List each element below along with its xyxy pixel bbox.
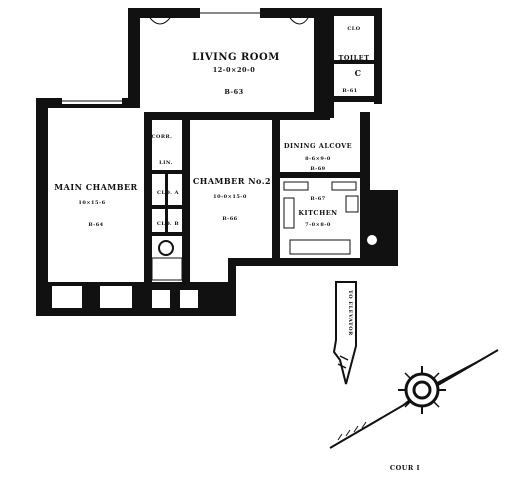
kitchen-dims: 7-0×8-0 bbox=[305, 222, 331, 228]
toilet-ref: B-61 bbox=[342, 88, 357, 94]
bath-fixtures bbox=[52, 240, 198, 308]
closet-b-label: CLO. B bbox=[157, 221, 179, 227]
dining-alcove-ref: B-69 bbox=[310, 166, 325, 172]
corridor-label: CORR. bbox=[152, 134, 173, 140]
living-room-dims: 12-0×20-0 bbox=[213, 66, 255, 74]
pointing-hand-arrow-icon: TO ELEVATOR bbox=[332, 281, 357, 385]
living-room-name: LIVING ROOM bbox=[192, 52, 280, 63]
arrow-text: TO ELEVATOR bbox=[347, 290, 353, 336]
kitchen-fixtures bbox=[283, 181, 379, 255]
dining-alcove-name: DINING ALCOVE bbox=[284, 142, 352, 150]
living-room-ref: B-63 bbox=[224, 88, 243, 96]
kitchen-name: KITCHEN bbox=[298, 209, 337, 217]
toilet-closet-label: C bbox=[355, 68, 362, 78]
top-closet-label: CLO bbox=[347, 26, 360, 32]
compass-rose-icon bbox=[329, 349, 499, 449]
chamber-2-ref: B-66 bbox=[222, 216, 237, 222]
main-chamber-window bbox=[62, 98, 122, 104]
closet-a-label: CLO. A bbox=[157, 190, 179, 196]
main-chamber-name: MAIN CHAMBER bbox=[54, 182, 137, 192]
linen-label: LIN. bbox=[159, 160, 173, 166]
main-chamber-ref: B-64 bbox=[88, 222, 103, 228]
dining-alcove-dims: 8-6×9-0 bbox=[305, 156, 331, 162]
exterior-walls bbox=[36, 8, 398, 316]
kitchen-ref: B-67 bbox=[310, 196, 325, 202]
chamber-2-dims: 10-0×15-0 bbox=[213, 194, 247, 200]
toilet-name: TOILET bbox=[339, 54, 370, 62]
living-room-openings bbox=[149, 8, 309, 25]
court-label: COUR I bbox=[390, 464, 420, 472]
chamber-2-name: CHAMBER No.2 bbox=[193, 176, 271, 186]
main-chamber-dims: 10×15-6 bbox=[78, 200, 105, 206]
